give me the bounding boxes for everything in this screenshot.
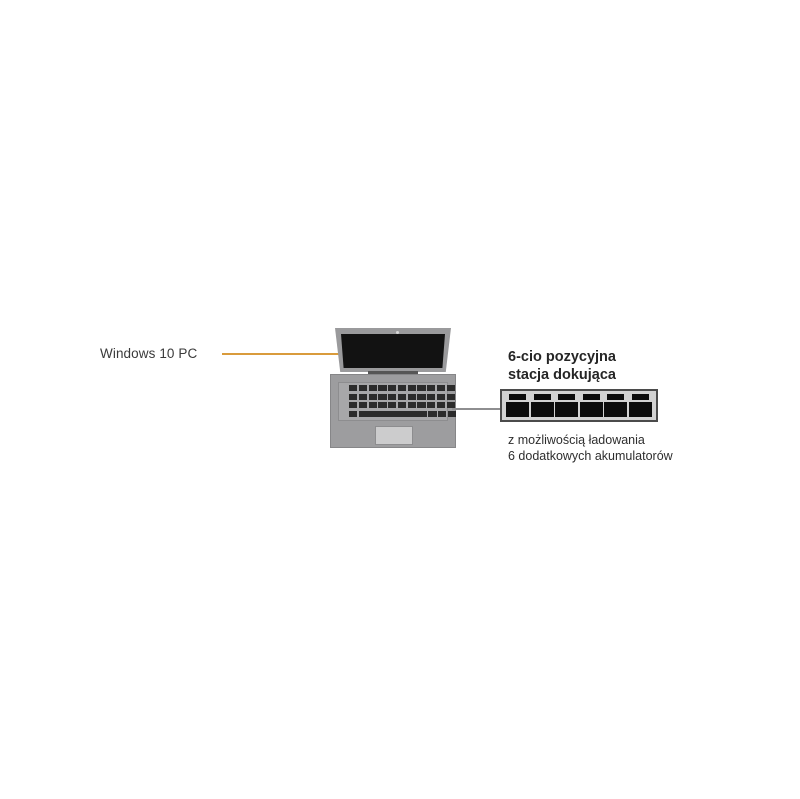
keyboard-key [397,385,407,392]
keyboard-key [407,385,416,392]
dock-bay [628,394,652,417]
keyboard-key [397,402,407,409]
keyboard-key [437,385,446,392]
keyboard-key [447,410,457,417]
keyboard-key [446,385,455,392]
keyboard-key [378,385,387,392]
keyboard-key [427,393,436,400]
dock-bay [506,394,529,417]
keyboard-key [349,402,358,409]
trackpad [375,426,413,445]
keyboard-key [368,402,377,409]
laptop-hinge [368,371,418,375]
webcam-icon [396,330,399,334]
keyboard-key [358,402,367,409]
keyboard-key [417,393,426,400]
dock-heading-line-1: 6-cio pozycyjna [508,349,616,365]
docking-station [500,389,658,422]
keyboard-key [349,410,358,417]
laptop-callout-label: Windows 10 PC [100,346,198,361]
dock-subtext-line-1: z możliwością ładowania [508,433,645,447]
keyboard-key [388,385,397,392]
keyboard-key [417,402,426,409]
callout-leader-line [222,353,342,355]
keyboard-key [378,402,387,409]
keyboard-key [428,410,437,417]
keyboard-key [388,393,397,400]
laptop-screen [341,334,445,368]
dock-bay-bottom-slot [555,402,579,417]
dock-bay [579,394,603,417]
dock-bay-top-slot [509,394,526,400]
keyboard-key [407,402,416,409]
keyboard-key [378,393,387,400]
keyboard-key [446,402,455,409]
dock-bay-bottom-slot [628,402,652,417]
dock-subtext-line-2: 6 dodatkowych akumulatorów [508,449,673,463]
keyboard-key [427,385,436,392]
keyboard-key [358,393,367,400]
laptop-keyboard [338,382,457,421]
dock-subtext: z możliwością ładowania 6 dodatkowych ak… [508,432,673,464]
dock-bay-top-slot [558,394,576,400]
keyboard-key [437,402,446,409]
keyboard-row-spacebar [349,410,457,417]
keyboard-key [417,385,426,392]
dock-bay [604,394,628,417]
keyboard-key [437,393,446,400]
keyboard-key [446,393,455,400]
dock-bay-top-slot [631,394,649,400]
keyboard-key [368,385,377,392]
dock-bay-top-slot [607,394,625,400]
dock-bay [530,394,554,417]
dock-bay [555,394,579,417]
keyboard-key [397,393,407,400]
keyboard-row [349,402,455,409]
keyboard-row [349,385,455,392]
keyboard-key [388,402,397,409]
keyboard-key [358,385,367,392]
keyboard-key [438,410,447,417]
keyboard-key [427,402,436,409]
dock-bay-bottom-slot [579,402,603,417]
dock-bay-bottom-slot [530,402,554,417]
dock-bay-bottom-slot [506,402,529,417]
keyboard-key [368,393,377,400]
dock-bay-bottom-slot [604,402,628,417]
spacebar-key [358,410,427,417]
dock-heading: 6-cio pozycyjna stacja dokująca [508,348,616,384]
keyboard-key [407,393,416,400]
dock-heading-line-2: stacja dokująca [508,367,616,383]
dock-bay-top-slot [533,394,551,400]
dock-bay-top-slot [582,394,600,400]
keyboard-key [349,385,358,392]
keyboard-row [349,393,455,400]
dock-connector-line [452,408,501,410]
keyboard-key [349,393,358,400]
